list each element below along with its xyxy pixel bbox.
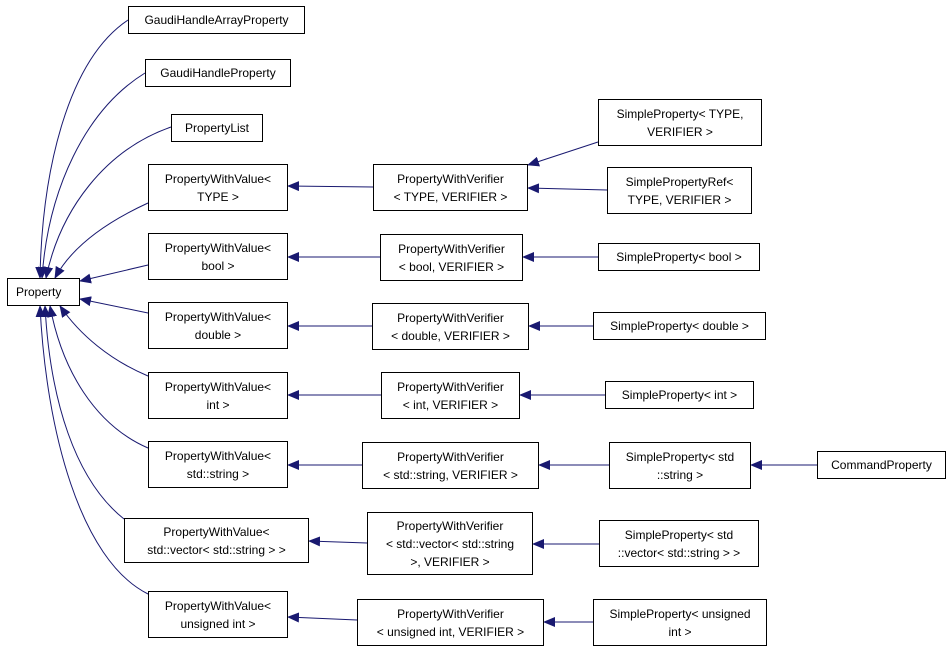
edge-pwvertype-to-pwvtype [287,181,374,192]
node-pwv-type[interactable]: PropertyWithValue< TYPE > [148,164,288,211]
edge-pwvbool-to-property [79,264,149,284]
node-command-property[interactable]: CommandProperty [817,451,946,479]
node-pwv-unsigned-int[interactable]: PropertyWithValue< unsigned int > [148,591,288,638]
node-sp-string[interactable]: SimpleProperty< std ::string > [609,442,751,489]
node-sp-vector[interactable]: SimpleProperty< std ::vector< std::strin… [599,520,759,567]
node-pwver-unsigned-int[interactable]: PropertyWithVerifier < unsigned int, VER… [357,599,544,646]
node-gaudi-handle-array-property[interactable]: GaudiHandleArrayProperty [128,6,305,34]
edge-gaudiarray-to-property [35,19,129,279]
edge-pwvvector-to-property [40,305,125,520]
edge-pwvdouble-to-property [79,296,149,314]
edge-pwvint-to-property [59,305,149,377]
node-pwv-vector[interactable]: PropertyWithValue< std::vector< std::str… [124,518,309,563]
edge-pwvervector-to-pwvvector [308,536,368,547]
node-pwver-bool[interactable]: PropertyWithVerifier < bool, VERIFIER > [380,234,523,281]
edge-gaudihandle-to-property [37,72,146,279]
node-pwver-int[interactable]: PropertyWithVerifier < int, VERIFIER > [381,372,520,419]
edge-spreftype-to-pwvertype [527,183,608,194]
node-sp-int[interactable]: SimpleProperty< int > [605,381,754,409]
node-spref-type[interactable]: SimplePropertyRef< TYPE, VERIFIER > [607,167,752,214]
node-property-list[interactable]: PropertyList [171,114,263,142]
node-pwv-bool[interactable]: PropertyWithValue< bool > [148,233,288,280]
node-pwv-int[interactable]: PropertyWithValue< int > [148,372,288,419]
node-sp-unsigned-int[interactable]: SimpleProperty< unsigned int > [593,599,767,646]
node-sp-double[interactable]: SimpleProperty< double > [593,312,766,340]
edge-pwvstring-to-property [47,305,149,449]
edge-pwvuint-to-property [35,305,149,595]
edge-sptype-to-pwvertype [527,141,599,167]
node-pwv-string[interactable]: PropertyWithValue< std::string > [148,441,288,488]
node-pwver-vector[interactable]: PropertyWithVerifier < std::vector< std:… [367,512,533,575]
node-pwver-string[interactable]: PropertyWithVerifier < std::string, VERI… [362,442,539,489]
node-pwv-double[interactable]: PropertyWithValue< double > [148,302,288,349]
edge-pwvtype-to-property [54,202,149,279]
edge-propertylist-to-property [43,126,172,279]
node-sp-type[interactable]: SimpleProperty< TYPE, VERIFIER > [598,99,762,146]
node-property[interactable]: Property [7,278,80,306]
node-sp-bool[interactable]: SimpleProperty< bool > [598,243,760,271]
node-pwver-double[interactable]: PropertyWithVerifier < double, VERIFIER … [372,303,529,350]
edge-pwveruint-to-pwvuint [287,612,358,623]
node-gaudi-handle-property[interactable]: GaudiHandleProperty [145,59,291,87]
node-pwver-type[interactable]: PropertyWithVerifier < TYPE, VERIFIER > [373,164,528,211]
